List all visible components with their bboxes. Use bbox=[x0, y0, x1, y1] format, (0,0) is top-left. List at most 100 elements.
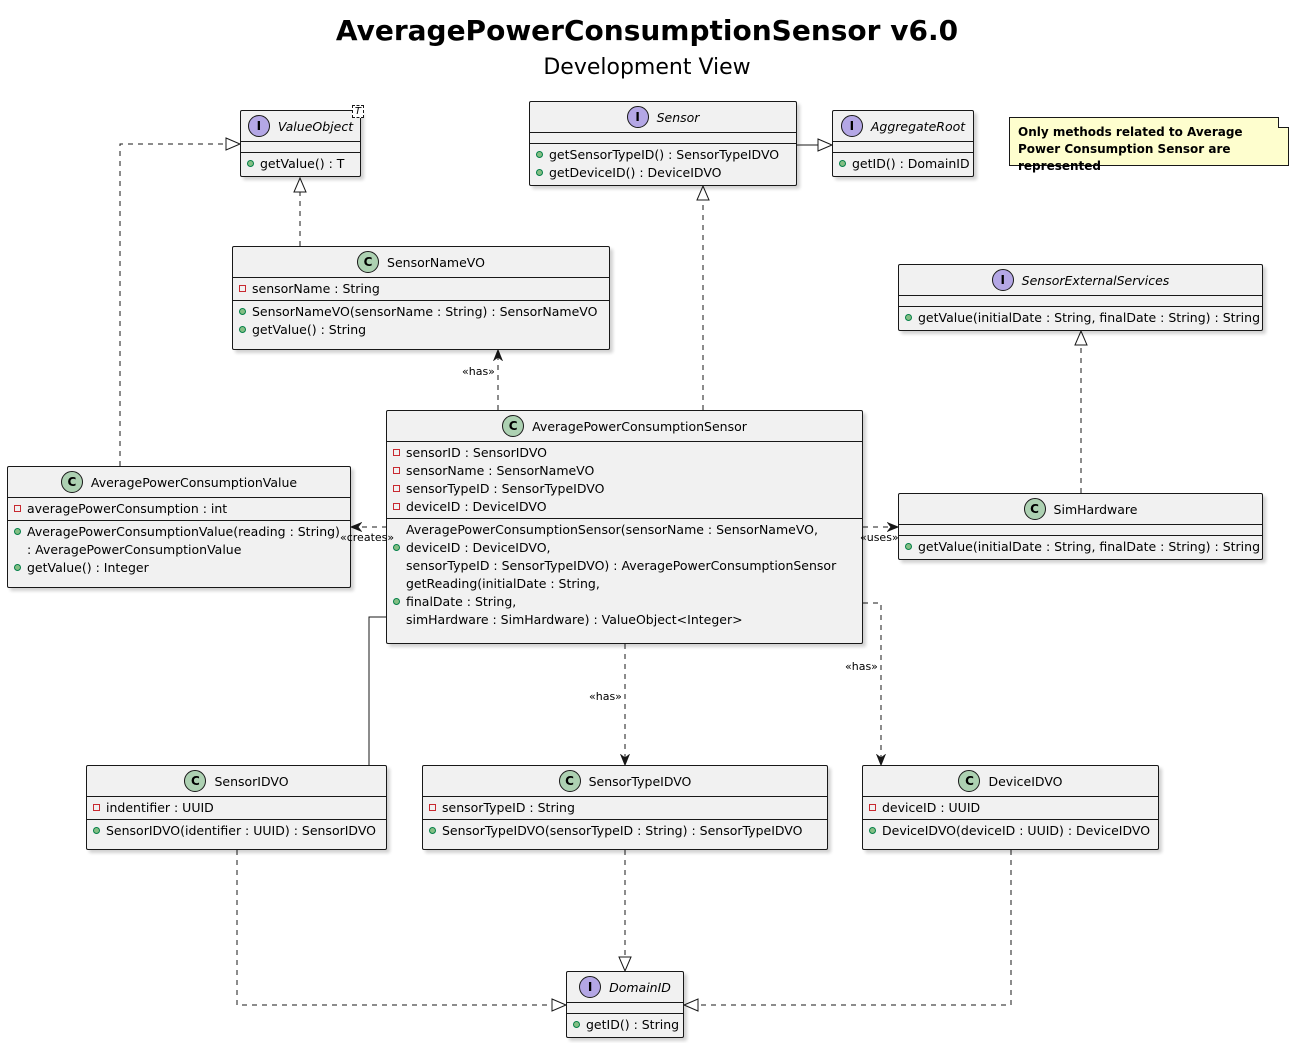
private-icon bbox=[429, 804, 436, 811]
class-simhardware[interactable]: C SimHardware getValue(initialDate : Stri… bbox=[898, 493, 1263, 560]
method: getDeviceID() : DeviceIDVO bbox=[549, 165, 722, 180]
field: indentifier : UUID bbox=[106, 800, 214, 815]
interface-icon: I bbox=[626, 106, 649, 128]
class-icon: C bbox=[558, 770, 581, 792]
public-icon bbox=[869, 827, 876, 834]
method: getID() : String bbox=[586, 1017, 680, 1032]
method: SensorTypeIDVO(sensorTypeID : String) : … bbox=[442, 823, 803, 838]
method: getSensorTypeID() : SensorTypeIDVO bbox=[549, 147, 780, 162]
class-name: SimHardware bbox=[1053, 501, 1138, 517]
class-sensor[interactable]: I Sensor getSensorTypeID() : SensorTypeID… bbox=[529, 101, 797, 186]
class-domainid[interactable]: I DomainID getID() : String bbox=[566, 971, 684, 1038]
method: AveragePowerConsumptionSensor(sensorName… bbox=[406, 522, 818, 537]
class-icon: C bbox=[184, 770, 207, 792]
public-icon bbox=[573, 1021, 580, 1028]
field: averagePowerConsumption : int bbox=[27, 501, 228, 516]
class-icon: C bbox=[357, 251, 380, 273]
class-aggregateroot[interactable]: I AggregateRoot getID() : DomainID bbox=[832, 110, 974, 177]
method: getReading(initialDate : String, bbox=[406, 576, 600, 591]
method: simHardware : SimHardware) : ValueObject… bbox=[406, 612, 743, 627]
private-icon bbox=[393, 503, 400, 510]
field: sensorName : String bbox=[252, 281, 380, 296]
private-icon bbox=[393, 467, 400, 474]
class-name: SensorExternalServices bbox=[1021, 272, 1170, 288]
class-averagepowerconsumptionsensor[interactable]: C AveragePowerConsumptionSensor sensorID … bbox=[386, 410, 863, 644]
field: deviceID : UUID bbox=[882, 800, 981, 815]
class-name: DomainID bbox=[609, 979, 671, 995]
method: SensorIDVO(identifier : UUID) : SensorID… bbox=[106, 823, 376, 838]
class-icon: C bbox=[1023, 498, 1046, 520]
class-name: AveragePowerConsumptionSensor bbox=[532, 418, 747, 434]
method: getValue(initialDate : String, finalDate… bbox=[918, 310, 1260, 325]
method: getID() : DomainID bbox=[852, 156, 970, 171]
class-name: Sensor bbox=[656, 109, 700, 125]
public-icon bbox=[393, 544, 400, 551]
field: sensorTypeID : String bbox=[442, 800, 575, 815]
class-sensornamevo[interactable]: C SensorNameVO sensorName : String Sensor… bbox=[232, 246, 610, 350]
public-icon bbox=[905, 314, 912, 321]
method: getValue() : Integer bbox=[27, 560, 149, 575]
field: sensorName : SensorNameVO bbox=[406, 463, 595, 478]
class-sensorexternalservices[interactable]: I SensorExternalServices getValue(initial… bbox=[898, 264, 1263, 331]
label-has-sensortype: «has» bbox=[589, 690, 622, 703]
interface-icon: I bbox=[579, 976, 602, 998]
public-icon bbox=[239, 308, 246, 315]
class-name: SensorTypeIDVO bbox=[588, 773, 692, 789]
interface-icon: I bbox=[840, 115, 863, 137]
method: getValue(initialDate : String, finalDate… bbox=[918, 539, 1260, 554]
link-apcvalue-valueobject bbox=[119, 144, 240, 466]
method: getValue() : T bbox=[260, 156, 345, 171]
field: sensorID : SensorIDVO bbox=[406, 445, 548, 460]
public-icon bbox=[905, 543, 912, 550]
public-icon bbox=[429, 827, 436, 834]
label-creates: «creates» bbox=[340, 531, 395, 544]
method: getValue() : String bbox=[252, 322, 367, 337]
public-icon bbox=[393, 598, 400, 605]
class-averagepowerconsumptionvalue[interactable]: C AveragePowerConsumptionValue averagePow… bbox=[7, 466, 351, 588]
class-sensoridvo[interactable]: C SensorIDVO indentifier : UUID SensorIDV… bbox=[86, 765, 387, 850]
label-has-device: «has» bbox=[845, 660, 878, 673]
public-icon bbox=[247, 160, 254, 167]
diagram-note: Only methods related to Average Power Co… bbox=[1009, 117, 1289, 173]
private-icon bbox=[14, 505, 21, 512]
method: SensorNameVO(sensorName : String) : Sens… bbox=[252, 304, 598, 319]
class-name: SensorIDVO bbox=[214, 773, 289, 789]
class-name: ValueObject bbox=[277, 118, 354, 134]
class-name: SensorNameVO bbox=[387, 254, 485, 270]
private-icon bbox=[393, 485, 400, 492]
class-icon: C bbox=[60, 471, 83, 493]
public-icon bbox=[239, 326, 246, 333]
link-sensoridvo-domainid bbox=[236, 850, 566, 1005]
link-deviceidvo-domainid bbox=[684, 850, 1012, 1005]
public-icon bbox=[14, 528, 21, 535]
class-name: AggregateRoot bbox=[870, 118, 966, 134]
public-icon bbox=[14, 564, 21, 571]
field: sensorTypeID : SensorTypeIDVO bbox=[406, 481, 605, 496]
field: deviceID : DeviceIDVO bbox=[406, 499, 547, 514]
private-icon bbox=[239, 285, 246, 292]
diagram-subtitle: Development View bbox=[543, 55, 751, 80]
class-icon: C bbox=[502, 415, 525, 437]
class-sensortypeidvo[interactable]: C SensorTypeIDVO sensorTypeID : String Se… bbox=[422, 765, 828, 850]
private-icon bbox=[93, 804, 100, 811]
public-icon bbox=[536, 169, 543, 176]
private-icon bbox=[393, 449, 400, 456]
public-icon bbox=[536, 151, 543, 158]
method: DeviceIDVO(deviceID : UUID) : DeviceIDVO bbox=[882, 823, 1151, 838]
interface-icon: I bbox=[991, 269, 1014, 291]
interface-icon: I bbox=[247, 115, 270, 137]
method: sensorTypeID : SensorTypeIDVO) : Average… bbox=[406, 558, 837, 573]
method: deviceID : DeviceIDVO, bbox=[406, 540, 551, 555]
label-has-sensorname: «has» bbox=[462, 365, 495, 378]
label-uses: «uses» bbox=[860, 531, 899, 544]
public-icon bbox=[839, 160, 846, 167]
class-name: DeviceIDVO bbox=[988, 773, 1063, 789]
link-apcs-deviceidvo bbox=[863, 602, 881, 765]
class-name: AveragePowerConsumptionValue bbox=[90, 474, 298, 490]
method: finalDate : String, bbox=[406, 594, 517, 609]
private-icon bbox=[869, 804, 876, 811]
link-apcs-sensoridvo bbox=[368, 612, 404, 765]
